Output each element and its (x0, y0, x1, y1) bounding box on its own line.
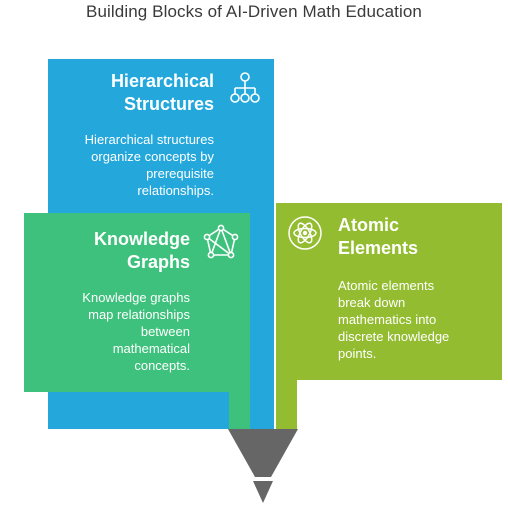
hierarchical-structures-description: Hierarchical structures organize concept… (48, 131, 214, 199)
description-line: break down (338, 295, 406, 310)
description-line: between (140, 324, 190, 339)
title-line: Graphs (126, 252, 190, 272)
description-line: relationships. (137, 183, 214, 198)
diagram-title: Building Blocks of AI-Driven Math Educat… (86, 2, 422, 21)
description-line: mathematical (112, 341, 190, 356)
description-line: organize concepts by (91, 149, 214, 164)
network-graph-icon (203, 224, 239, 259)
knowledge-graphs-title: Knowledge Graphs (24, 228, 190, 274)
atom-icon (288, 216, 322, 250)
knowledge-graphs-stem (229, 392, 250, 429)
title-line: Structures (123, 94, 214, 114)
description-line: map relationships (88, 307, 190, 322)
description-line: Hierarchical structures (84, 132, 214, 147)
atomic-elements-description: Atomic elements break down mathematics i… (338, 277, 498, 362)
funnel-shape (228, 429, 298, 503)
atomic-elements-panel (276, 203, 502, 380)
title-line: Atomic (338, 215, 400, 235)
description-line: mathematics into (338, 312, 437, 327)
description-line: Atomic elements (338, 278, 435, 293)
funnel-tip (253, 481, 273, 503)
title-line: Knowledge (93, 229, 190, 249)
hierarchy-icon (230, 72, 260, 103)
knowledge-graphs-panel (24, 213, 250, 392)
description-line: points. (338, 346, 377, 361)
title-line: Hierarchical (110, 71, 214, 91)
knowledge-graphs-description: Knowledge graphs map relationships betwe… (24, 289, 190, 374)
atomic-elements-title: Atomic Elements (338, 214, 498, 260)
atomic-elements-stem (276, 380, 297, 429)
description-line: Knowledge graphs (82, 290, 190, 305)
funnel-top (228, 429, 298, 477)
hierarchical-structures-title: Hierarchical Structures (48, 70, 214, 116)
description-line: concepts. (134, 358, 190, 373)
description-line: prerequisite (146, 166, 214, 181)
title-line: Elements (338, 238, 419, 258)
description-line: discrete knowledge (338, 329, 450, 344)
